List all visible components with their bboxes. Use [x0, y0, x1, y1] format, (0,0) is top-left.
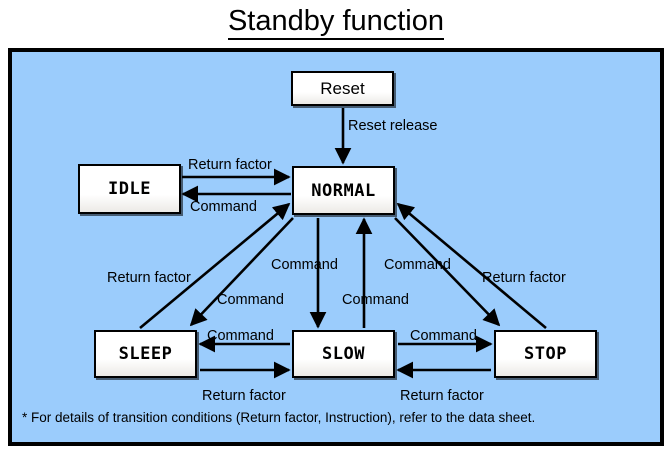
edge-label-slow-to-stop: Command: [410, 328, 477, 344]
state-node-normal-label: NORMAL: [311, 180, 376, 201]
edge-label-stop-to-normal: Return factor: [482, 270, 566, 286]
state-node-reset-label: Reset: [320, 78, 365, 98]
edge-label-slow-to-sleep: Command: [207, 328, 274, 344]
footnote-text: * For details of transition conditions (…: [22, 410, 536, 425]
edge-label-reset-release: Reset release: [348, 118, 438, 134]
page-title-text: Standby function: [227, 5, 445, 40]
edge-label-slow-to-normal: Command: [342, 292, 409, 308]
state-node-sleep-label: SLEEP: [118, 344, 173, 364]
edge-normal-to-stop: [394, 217, 501, 327]
diagram-edges: [139, 108, 547, 379]
edge-label-normal-to-stop: Command: [384, 257, 451, 273]
state-node-reset[interactable]: Reset: [291, 71, 394, 106]
diagram-frame: Reset NORMAL IDLE SLEEP SLOW STOP Reset …: [8, 48, 664, 446]
edge-label-stop-to-slow: Return factor: [400, 388, 484, 404]
state-node-stop[interactable]: STOP: [494, 330, 597, 378]
state-node-stop-label: STOP: [524, 344, 567, 364]
edge-label-normal-to-idle: Command: [190, 199, 257, 215]
state-node-idle[interactable]: IDLE: [78, 164, 181, 214]
page-title: Standby function: [0, 2, 672, 40]
state-node-slow[interactable]: SLOW: [292, 330, 395, 378]
edge-sleep-to-normal: [139, 202, 291, 329]
edge-stop-to-normal: [396, 202, 547, 329]
state-node-slow-label: SLOW: [322, 344, 365, 364]
diagram-canvas: Reset NORMAL IDLE SLEEP SLOW STOP Reset …: [12, 52, 660, 442]
edge-normal-to-sleep: [189, 217, 294, 327]
state-node-sleep[interactable]: SLEEP: [94, 330, 197, 378]
edge-label-idle-to-normal: Return factor: [188, 157, 272, 173]
edge-label-normal-to-slow: Command: [271, 257, 338, 273]
edge-label-normal-to-sleep: Command: [217, 292, 284, 308]
edge-label-sleep-to-slow: Return factor: [202, 388, 286, 404]
state-node-idle-label: IDLE: [108, 179, 151, 199]
state-node-normal[interactable]: NORMAL: [292, 166, 395, 215]
edge-label-sleep-to-normal: Return factor: [107, 270, 191, 286]
